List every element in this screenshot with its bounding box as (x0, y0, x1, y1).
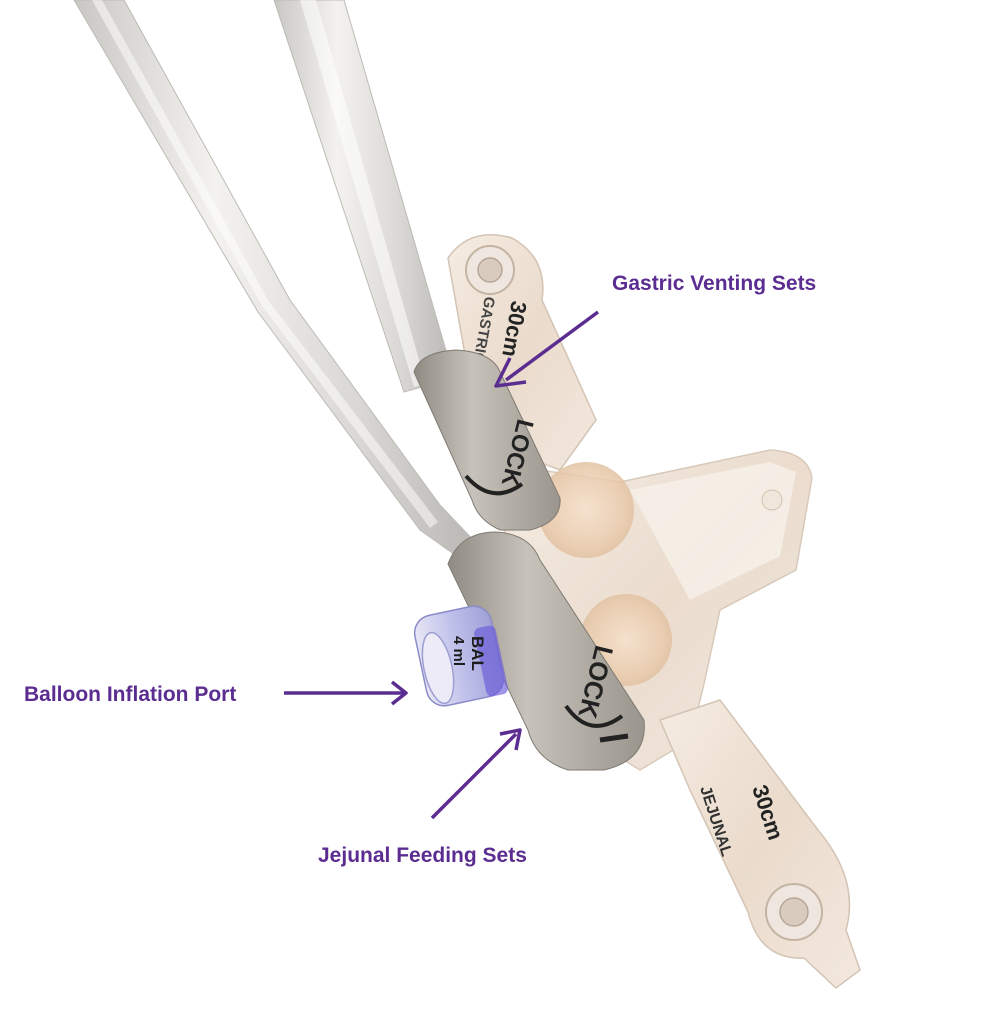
gastric-venting-sets-label: Gastric Venting Sets (612, 272, 817, 295)
body-stud (761, 489, 783, 511)
jejunal-lock-collar: LOCK (447, 531, 645, 771)
balloon-valve: BAL 4 ml (413, 605, 508, 707)
balloon-valve-volume: 4 ml (450, 636, 467, 666)
balloon-valve-text: BAL (468, 636, 487, 671)
balloon-callout-arrow (284, 680, 408, 706)
body-hub-upper (538, 462, 634, 558)
gastric-lock-arrow-icon (464, 474, 524, 496)
jejunal-strap: 30cm JEJUNAL (658, 699, 861, 989)
jejunal-callout-arrow (430, 728, 522, 820)
jejunal-lock-arrow-icon (564, 704, 624, 728)
balloon-inflation-port-label: Balloon Inflation Port (24, 683, 237, 706)
gastric-lock-collar: LOCK (413, 349, 561, 531)
jejunal-feeding-sets-label: Jejunal Feeding Sets (318, 844, 527, 867)
gastric-callout-arrow (494, 310, 600, 388)
